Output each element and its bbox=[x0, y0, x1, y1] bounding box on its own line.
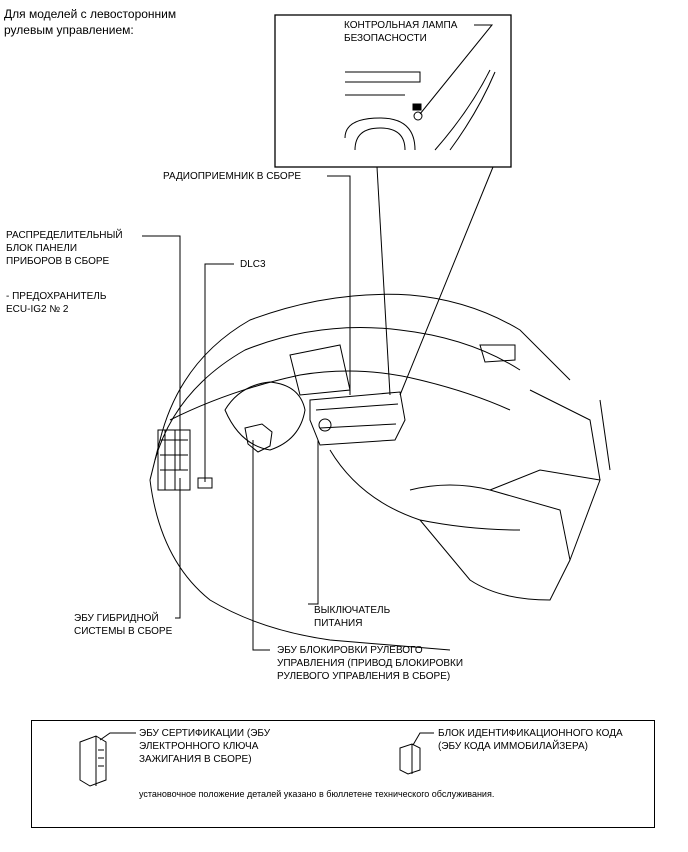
legend-box bbox=[31, 720, 655, 828]
label-fuse: - ПРЕДОХРАНИТЕЛЬ ECU-IG2 № 2 bbox=[6, 291, 107, 315]
leader-lines bbox=[99, 24, 494, 746]
junction-block-shape bbox=[157, 429, 191, 491]
meter-closeup bbox=[344, 69, 496, 151]
label-steering-lock-ecu: ЭБУ БЛОКИРОВКИ РУЛЕВОГО УПРАВЛЕНИЯ (ПРИВ… bbox=[277, 645, 464, 682]
dashboard-outline bbox=[149, 293, 611, 651]
legend-id-code-box: БЛОК ИДЕНТИФИКАЦИОННОГО КОДА (ЭБУ КОДА И… bbox=[438, 728, 623, 752]
certification-ecu-icon bbox=[79, 735, 107, 787]
label-dlc3: DLC3 bbox=[240, 259, 266, 270]
label-power-switch: ВЫКЛЮЧАТЕЛЬ ПИТАНИЯ bbox=[314, 605, 391, 629]
steering-lock-shape bbox=[244, 423, 273, 453]
label-junction-block: РАСПРЕДЕЛИТЕЛЬНЫЙ БЛОК ПАНЕЛИ ПРИБОРОВ В… bbox=[6, 230, 123, 267]
diagram-caption: Для моделей с левосторонним рулевым упра… bbox=[4, 7, 177, 37]
label-radio: РАДИОПРИЕМНИК В СБОРЕ bbox=[163, 171, 302, 182]
label-security-lamp: КОНТРОЛЬНАЯ ЛАМПА БЕЗОПАСНОСТИ bbox=[344, 20, 458, 44]
legend-note: установочное положение деталей указано в… bbox=[139, 789, 495, 799]
legend-certification-ecu: ЭБУ СЕРТИФИКАЦИИ (ЭБУ ЭЛЕКТРОННОГО КЛЮЧА… bbox=[139, 728, 271, 765]
label-hybrid-ecu: ЭБУ ГИБРИДНОЙ СИСТЕМЫ В СБОРЕ bbox=[74, 613, 173, 637]
inset-frame bbox=[274, 14, 512, 168]
id-code-box-icon bbox=[399, 743, 421, 775]
